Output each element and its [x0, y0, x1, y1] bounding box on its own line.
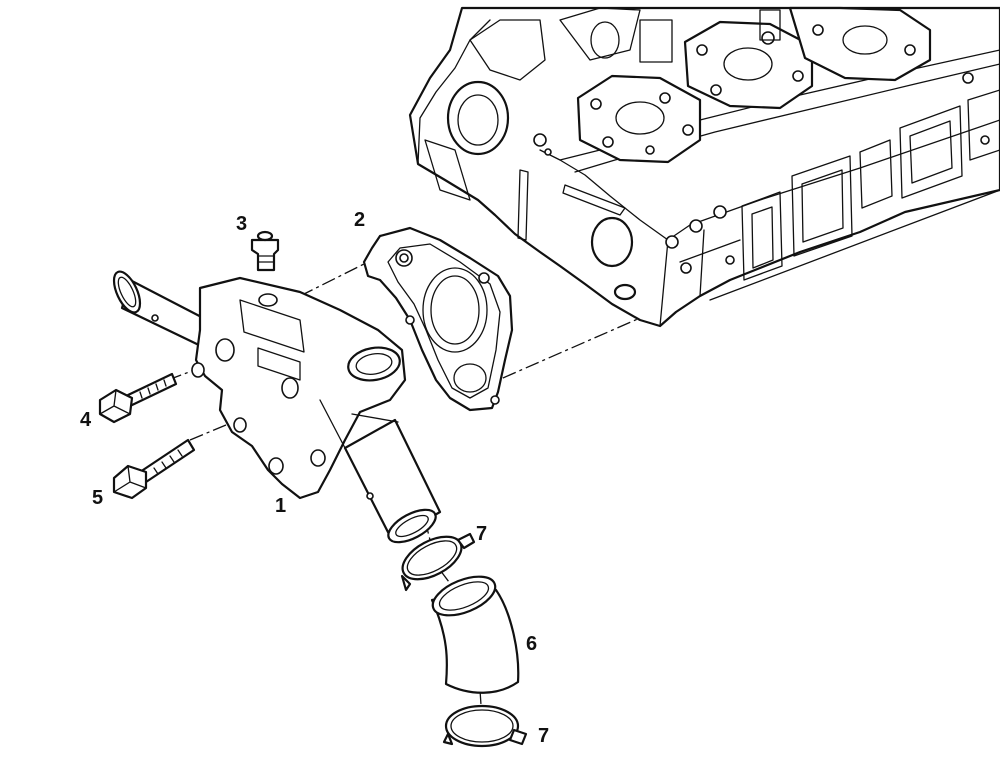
engine-block — [408, 6, 1000, 328]
callout-2: 2 — [354, 209, 365, 231]
clamp-part-7-lower — [442, 704, 528, 748]
callout-3: 3 — [236, 213, 247, 235]
water-pump-part-1 — [112, 270, 442, 544]
clamp-part-7-upper — [400, 532, 476, 592]
callout-5: 5 — [92, 487, 103, 509]
gasket-part-2 — [362, 226, 514, 412]
callout-7-lower: 7 — [538, 725, 549, 747]
callout-4: 4 — [80, 409, 92, 431]
callout-7-upper: 7 — [476, 523, 487, 545]
fitting-part-3 — [250, 230, 280, 272]
callout-6: 6 — [526, 633, 537, 655]
hose-part-6 — [430, 575, 520, 694]
callout-1: 1 — [275, 495, 286, 517]
bolt-part-5 — [112, 438, 196, 500]
bolt-part-4 — [98, 372, 178, 424]
